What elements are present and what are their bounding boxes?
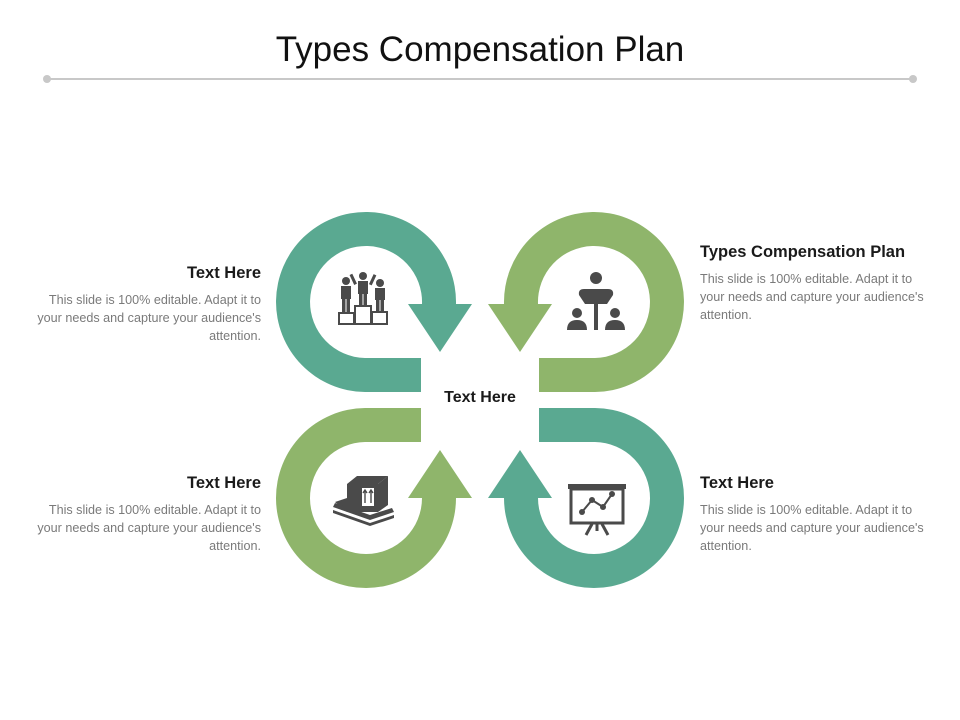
text-block-top-left: Text Here This slide is 100% editable. A… [36, 262, 261, 345]
podium-people-icon [338, 272, 388, 325]
center-label: Text Here [444, 389, 516, 406]
team-hierarchy-icon [567, 272, 625, 330]
divider-left-dot [43, 75, 51, 83]
arrow-bottom-left [276, 408, 472, 588]
block-heading: Types Compensation Plan [700, 243, 906, 261]
block-body: This slide is 100% editable. Adapt it to… [37, 503, 261, 553]
arrow-top-left [276, 212, 472, 392]
block-body: This slide is 100% editable. Adapt it to… [700, 503, 924, 553]
slide-title: Types Compensation Plan [275, 30, 685, 69]
text-block-bottom-right: Text Here This slide is 100% editable. A… [700, 472, 925, 555]
arrow-bottom-right [488, 408, 685, 588]
divider-right-dot [909, 75, 917, 83]
block-body: This slide is 100% editable. Adapt it to… [700, 272, 924, 322]
boxes-pallet-icon [333, 476, 394, 637]
block-heading: Text Here [700, 474, 774, 492]
block-heading: Text Here [187, 264, 261, 282]
block-heading: Text Here [187, 474, 261, 492]
block-body: This slide is 100% editable. Adapt it to… [37, 293, 261, 343]
text-block-top-right: Types Compensation Plan This slide is 10… [700, 241, 925, 324]
presentation-chart-icon [568, 484, 626, 536]
text-block-bottom-left: Text Here This slide is 100% editable. A… [36, 472, 261, 555]
title-divider [47, 78, 913, 80]
arrow-top-right [488, 212, 684, 392]
